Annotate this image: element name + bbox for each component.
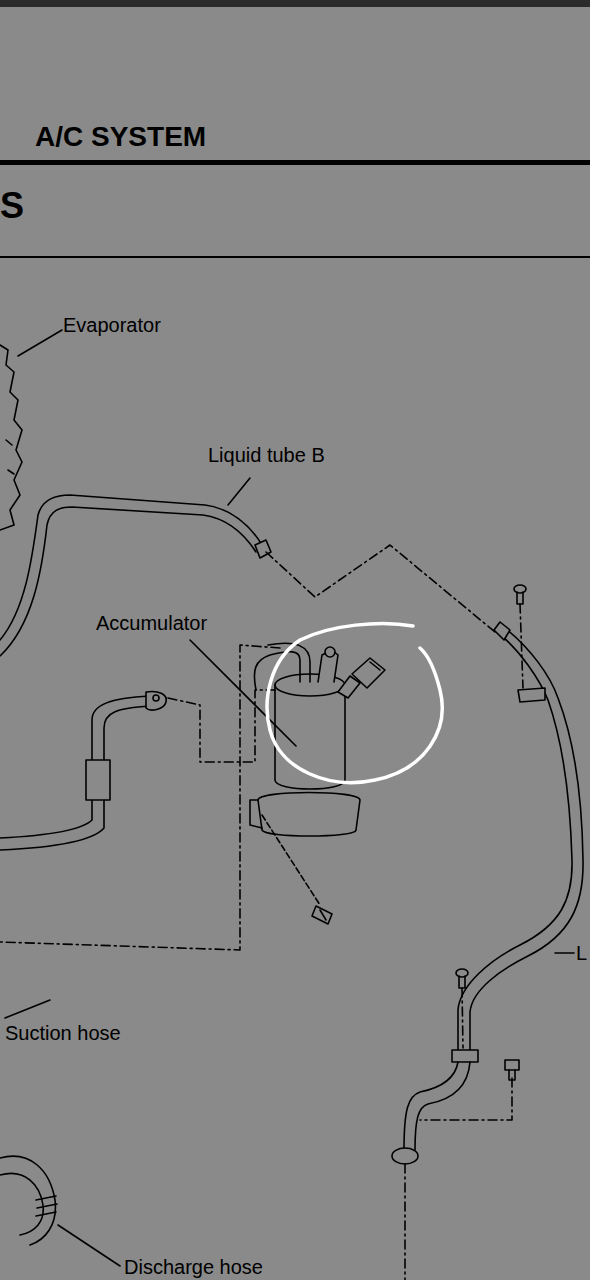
- pipe-clamp: [452, 1050, 478, 1062]
- bracket-tab: [250, 800, 262, 828]
- pressure-switch-connector: [352, 658, 385, 688]
- section-heading-fragment: S: [0, 186, 24, 226]
- part-name: Liquid tube B: [208, 444, 325, 466]
- tube-fitting: [392, 1148, 418, 1164]
- evaporator-detail: [6, 440, 14, 474]
- leader-line: [58, 1225, 120, 1266]
- pipe-fitting: [325, 647, 335, 657]
- liquid-tube: [458, 632, 572, 1050]
- page-heading: A/C SYSTEM: [35, 122, 206, 153]
- hose-sleeve: [86, 760, 110, 800]
- part-name: Evaporator: [63, 314, 161, 336]
- hose-fitting-hole: [153, 695, 159, 701]
- part-name: Discharge hose: [124, 1256, 263, 1278]
- part-name: Suction hose: [5, 1022, 121, 1044]
- assembly-line: [420, 604, 523, 1120]
- leader-line: [555, 952, 574, 954]
- liquid-tube: [0, 507, 256, 656]
- pipe-clamp: [518, 688, 545, 702]
- hose-ribs: [36, 1196, 57, 1216]
- assembly-line: [262, 815, 320, 905]
- section-rule: [0, 256, 590, 258]
- bolt: [312, 906, 332, 924]
- switch-detail: [370, 662, 380, 670]
- accumulator-bracket: [258, 793, 360, 837]
- liquid-tube: [415, 1062, 470, 1150]
- part-name: Accumulator: [96, 612, 207, 634]
- liquid-tube: [404, 1062, 458, 1150]
- leader-line: [228, 478, 250, 505]
- screw: [456, 969, 468, 988]
- leader-line: [18, 330, 62, 356]
- suction-hose: [0, 706, 150, 850]
- assembly-line: [266, 545, 495, 632]
- annotation-circle: [267, 624, 442, 783]
- evaporator: [0, 345, 22, 530]
- liquid-tube: [470, 628, 583, 1052]
- assembly-line: [404, 1164, 406, 1280]
- discharge-hose: [0, 1156, 55, 1245]
- leader-line: [190, 640, 296, 746]
- suction-hose: [0, 696, 150, 838]
- assembly-line: [0, 645, 280, 950]
- screw: [505, 1060, 519, 1080]
- screw: [514, 585, 526, 604]
- header-rule: [0, 160, 590, 165]
- leader-line: [5, 1000, 50, 1018]
- assembly-line: [168, 690, 275, 762]
- tube-fitting: [494, 622, 510, 640]
- part-name-fragment: L: [576, 942, 587, 964]
- liquid-tube: [0, 495, 262, 640]
- hose-fitting: [146, 691, 166, 710]
- accumulator-pipe: [254, 643, 310, 690]
- top-bar: [0, 0, 590, 7]
